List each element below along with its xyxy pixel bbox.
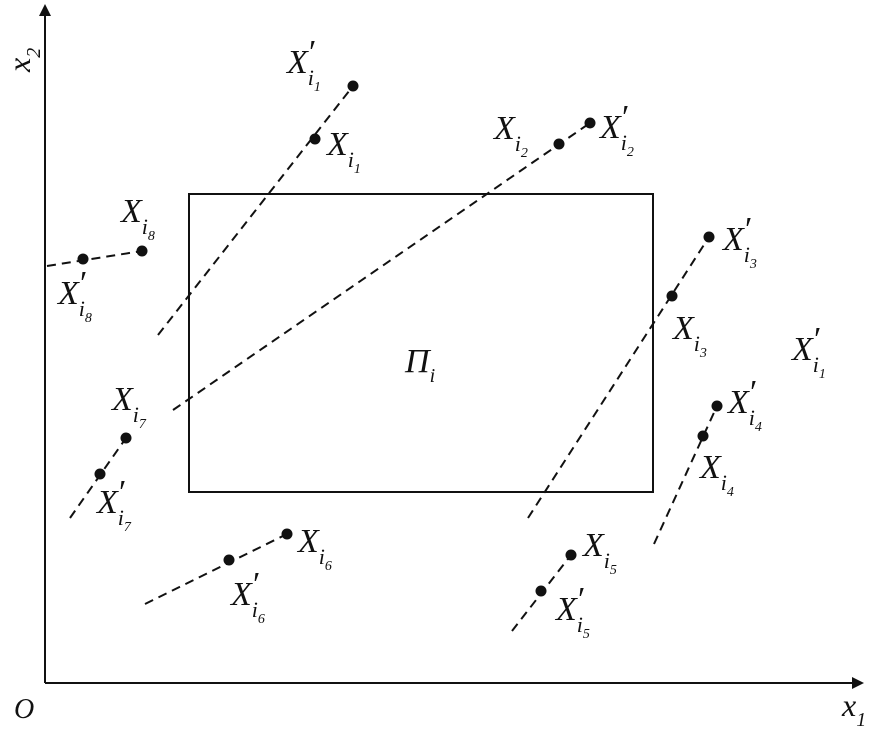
origin-label: O	[14, 694, 34, 725]
label-x-i8-prime: Xi8′	[56, 265, 92, 326]
y-axis-label: x2	[1, 48, 45, 73]
point-x-i1-prime	[347, 80, 359, 92]
label-x-i6-prime: Xi6′	[229, 566, 265, 627]
label-x-i3: Xi3	[671, 310, 707, 361]
point-x-i2	[553, 138, 565, 150]
point-x-i8-prime	[77, 253, 89, 265]
point-x-i8	[136, 245, 148, 257]
point-x-i5-prime	[535, 585, 547, 597]
x-axis-label: x1	[841, 687, 866, 731]
label-x-i1: Xi1	[325, 126, 361, 177]
label-x-i5: Xi5	[581, 527, 617, 578]
point-x-i7-prime	[94, 468, 106, 480]
region-label: Πi	[404, 343, 435, 387]
label-x-i6: Xi6	[296, 523, 332, 574]
segment-1	[157, 85, 354, 336]
point-x-i5	[565, 549, 577, 561]
point-x-i1	[309, 133, 321, 145]
label-x-i2: Xi2	[492, 110, 528, 161]
segment-8	[46, 250, 143, 267]
label-x-i5-prime: Xi5′	[554, 581, 590, 642]
segment-4	[653, 405, 718, 545]
label-x-i7-prime: Xi7′	[95, 474, 132, 535]
region-rectangle	[188, 193, 654, 493]
segment-3	[527, 236, 710, 519]
point-x-i6-prime	[223, 554, 235, 566]
segment-6	[144, 533, 288, 605]
point-x-i6	[281, 528, 293, 540]
label-x-i7: Xi7	[110, 381, 147, 432]
label-x-i8: Xi8	[119, 193, 155, 244]
point-x-i7	[120, 432, 132, 444]
label-x-i3-prime: Xi3′	[721, 211, 757, 272]
label-x-i4-prime: Xi4′	[726, 374, 762, 435]
label-x-i1-prime: Xi1′	[285, 34, 321, 95]
label-x-i2-prime: Xi2′	[598, 99, 634, 160]
point-x-i4	[697, 430, 709, 442]
segment-2	[172, 122, 591, 411]
point-x-i2-prime	[584, 117, 596, 129]
point-x-i3	[666, 290, 678, 302]
label-x-i4: Xi4	[698, 449, 734, 500]
point-x-i4-prime	[711, 400, 723, 412]
point-x-i3-prime	[703, 231, 715, 243]
label-x-i1-prime-right: Xi1′	[790, 321, 826, 382]
